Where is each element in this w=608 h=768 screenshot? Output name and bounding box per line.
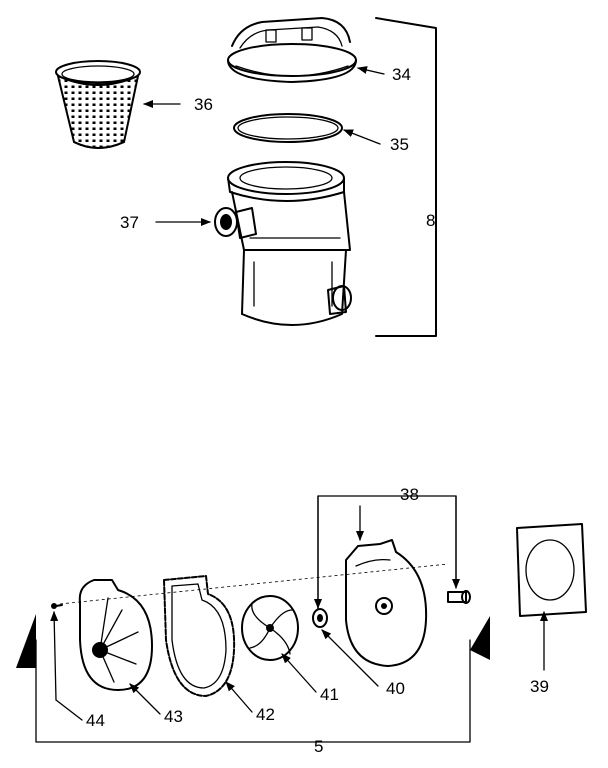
strainer-housing bbox=[214, 161, 352, 326]
bracket-8 bbox=[375, 17, 437, 337]
label-34: 34 bbox=[392, 65, 411, 84]
seal-plate bbox=[78, 579, 153, 691]
label-43: 43 bbox=[164, 707, 183, 726]
label-41: 41 bbox=[320, 685, 339, 704]
lid-o-ring bbox=[233, 113, 343, 143]
housing-gasket bbox=[163, 575, 236, 697]
label-39: 39 bbox=[530, 677, 549, 696]
side-plate bbox=[516, 523, 587, 617]
label-36: 36 bbox=[194, 95, 213, 114]
label-5: 5 bbox=[314, 737, 323, 756]
label-38: 38 bbox=[400, 485, 419, 504]
bracket-38 bbox=[317, 495, 457, 611]
label-8: 8 bbox=[426, 211, 435, 230]
label-35: 35 bbox=[390, 135, 409, 154]
screw bbox=[51, 603, 63, 609]
impeller bbox=[241, 595, 299, 661]
label-37: 37 bbox=[120, 213, 139, 232]
volute-housing bbox=[345, 539, 428, 667]
label-40: 40 bbox=[386, 679, 405, 698]
strainer-basket bbox=[55, 60, 141, 149]
pin bbox=[447, 590, 471, 604]
alignment-line bbox=[59, 563, 449, 605]
bracket-5 bbox=[35, 639, 471, 743]
pump-lid bbox=[227, 17, 357, 83]
label-44: 44 bbox=[86, 711, 105, 730]
label-42: 42 bbox=[256, 705, 275, 724]
shaft-nut bbox=[312, 608, 328, 628]
